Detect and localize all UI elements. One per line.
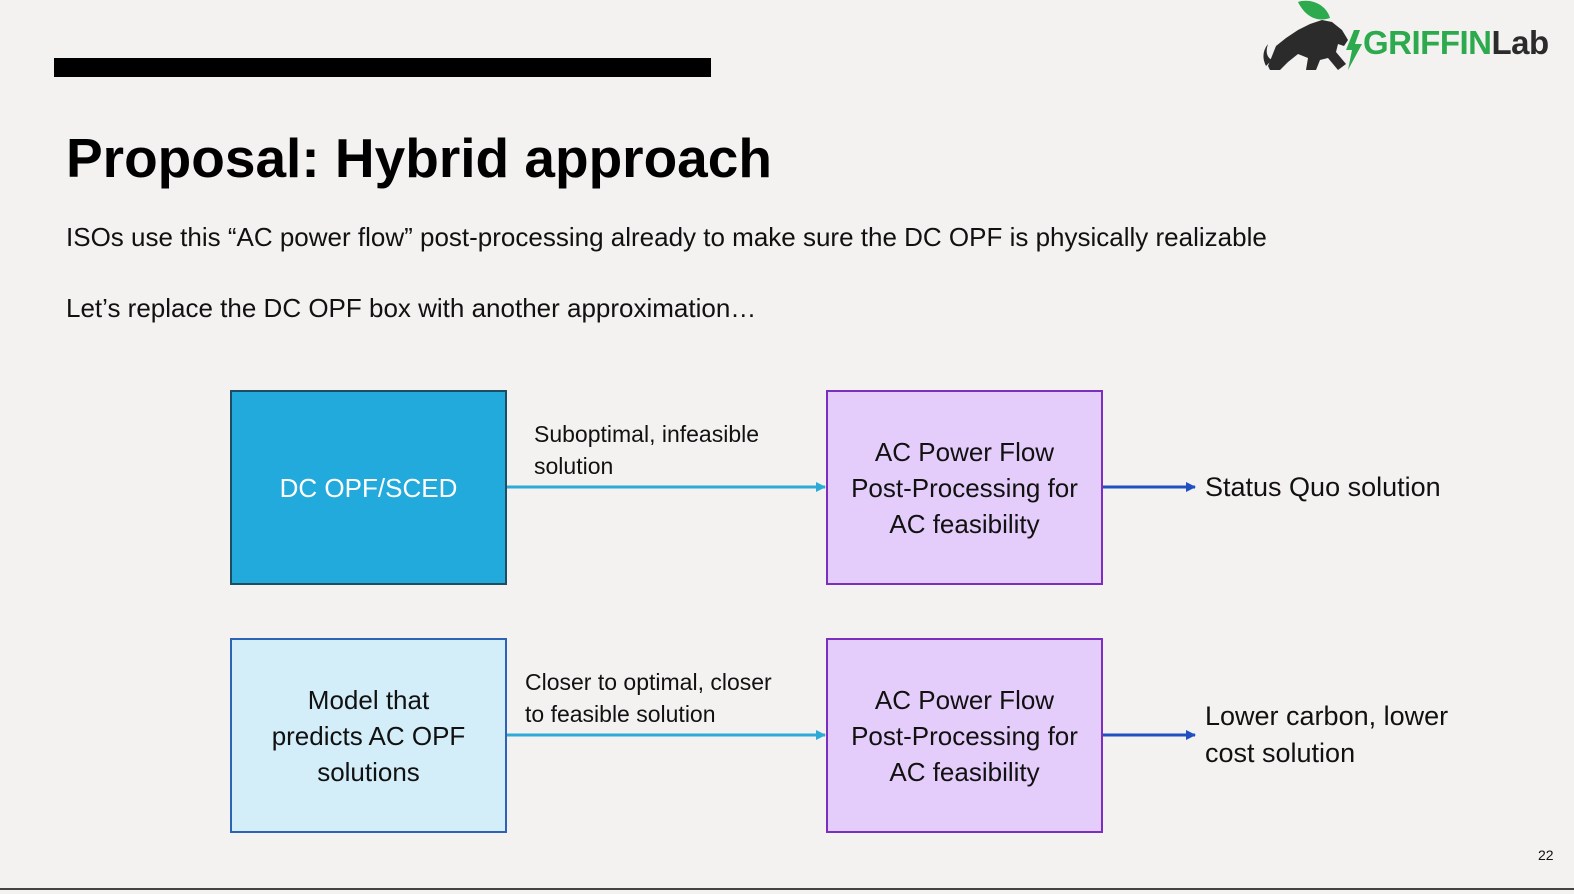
ac-power-flow-box-row2: AC Power Flow Post-Processing for AC fea… bbox=[826, 638, 1103, 833]
ac-box-row1-line2: Post-Processing for bbox=[851, 472, 1078, 503]
ac-box-row2-line1: AC Power Flow bbox=[874, 684, 1055, 715]
ac-box-row2-line3: AC feasibility bbox=[889, 756, 1040, 787]
logo-wordmark: GRIFFINLab bbox=[1363, 24, 1549, 62]
logo-suffix-text: Lab bbox=[1491, 24, 1549, 61]
outcome-lower-carbon-line1: Lower carbon, lower bbox=[1205, 701, 1449, 731]
outcome-lower-carbon-line2: cost solution bbox=[1205, 738, 1356, 768]
title-accent-bar bbox=[54, 58, 711, 77]
logo-brand-text: GRIFFIN bbox=[1363, 24, 1492, 61]
edge-label-row2: Closer to optimal, closer to feasible so… bbox=[525, 666, 772, 730]
outcome-lower-carbon: Lower carbon, lower cost solution bbox=[1205, 698, 1448, 772]
outcome-status-quo: Status Quo solution bbox=[1205, 472, 1441, 502]
body-text-line-1: ISOs use this “AC power flow” post-proce… bbox=[66, 222, 1267, 252]
edge-label-row1: Suboptimal, infeasible solution bbox=[534, 418, 759, 482]
ac-box-row1-line1: AC Power Flow bbox=[874, 436, 1055, 467]
page-number: 22 bbox=[1538, 847, 1554, 863]
dc-opf-sced-box: DC OPF/SCED bbox=[230, 390, 507, 585]
griffin-lion-icon bbox=[1263, 0, 1362, 70]
body-text-line-2: Let’s replace the DC OPF box with anothe… bbox=[66, 293, 757, 323]
edge-label-row1-line1: Suboptimal, infeasible bbox=[534, 421, 760, 447]
edge-label-row2-line1: Closer to optimal, closer bbox=[525, 669, 772, 695]
ac-box-row1-line3: AC feasibility bbox=[889, 508, 1040, 539]
model-box-line2: predicts AC OPF bbox=[271, 720, 466, 751]
dc-opf-sced-label: DC OPF/SCED bbox=[279, 472, 458, 503]
ac-box-row2-line2: Post-Processing for bbox=[851, 720, 1078, 751]
model-box-line1: Model that bbox=[307, 684, 430, 715]
ac-power-flow-box-row1: AC Power Flow Post-Processing for AC fea… bbox=[826, 390, 1103, 585]
model-box-line3: solutions bbox=[317, 756, 420, 787]
edge-label-row2-line2: to feasible solution bbox=[525, 701, 716, 727]
bottom-divider bbox=[0, 888, 1574, 890]
ac-opf-model-box: Model that predicts AC OPF solutions bbox=[230, 638, 507, 833]
griffin-lab-logo: GRIFFINLab bbox=[1258, 0, 1570, 76]
slide-title: Proposal: Hybrid approach bbox=[66, 127, 772, 189]
edge-label-row1-line2: solution bbox=[534, 453, 614, 479]
